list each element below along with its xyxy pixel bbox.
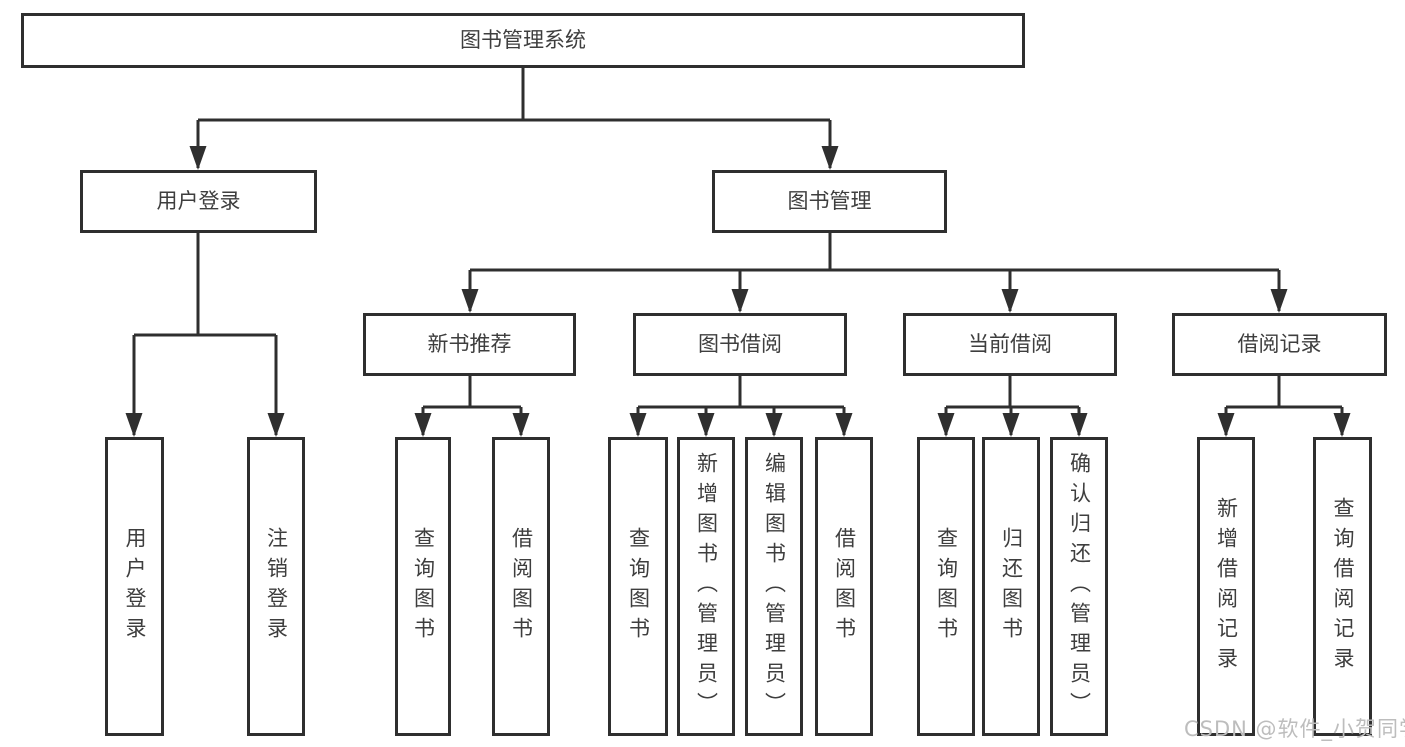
arrow-down-icon [1001,289,1019,313]
arrow-down-icon [1002,413,1020,437]
leaf-add-book-admin: 新增图书（管理员） [677,437,735,736]
node-book-borrow: 图书借阅 [633,313,847,376]
leaf-query-book-borrow: 查询图书 [608,437,668,736]
arrow-down-icon [414,413,432,437]
leaf-borrow-book-recommend: 借阅图书 [492,437,550,736]
leaf-logout: 注销登录 [247,437,305,736]
leaf-user-login: 用户登录 [105,437,164,736]
arrow-down-icon [267,413,285,437]
arrow-down-icon [937,413,955,437]
arrow-down-icon [512,413,530,437]
node-borrow-records: 借阅记录 [1172,313,1387,376]
arrow-down-icon [731,289,749,313]
leaf-return-book: 归还图书 [982,437,1040,736]
arrow-down-icon [189,146,207,170]
arrow-down-icon [765,413,783,437]
node-library-management-system: 图书管理系统 [21,13,1025,68]
node-new-book-recommend: 新书推荐 [363,313,576,376]
node-user-login: 用户登录 [80,170,317,233]
arrow-down-icon [629,413,647,437]
arrow-down-icon [697,413,715,437]
leaf-add-borrow-record: 新增借阅记录 [1197,437,1255,736]
csdn-watermark: CSDN @软件_小贺同学 [1184,717,1405,741]
leaf-query-book-recommend: 查询图书 [395,437,451,736]
arrowhead-icons [125,146,1351,437]
arrow-down-icon [1333,413,1351,437]
leaf-borrow-book: 借阅图书 [815,437,873,736]
arrow-down-icon [821,146,839,170]
arrow-down-icon [1217,413,1235,437]
leaf-query-borrow-record: 查询借阅记录 [1313,437,1372,736]
connector-segments [132,68,1344,435]
arrow-down-icon [835,413,853,437]
leaf-confirm-return-admin: 确认归还（管理员） [1050,437,1108,736]
arrow-down-icon [1070,413,1088,437]
leaf-edit-book-admin: 编辑图书（管理员） [745,437,803,736]
arrow-down-icon [125,413,143,437]
arrow-down-icon [1270,289,1288,313]
arrow-down-icon [461,289,479,313]
leaf-query-book-current: 查询图书 [917,437,975,736]
node-current-borrow: 当前借阅 [903,313,1117,376]
node-book-management: 图书管理 [712,170,947,233]
